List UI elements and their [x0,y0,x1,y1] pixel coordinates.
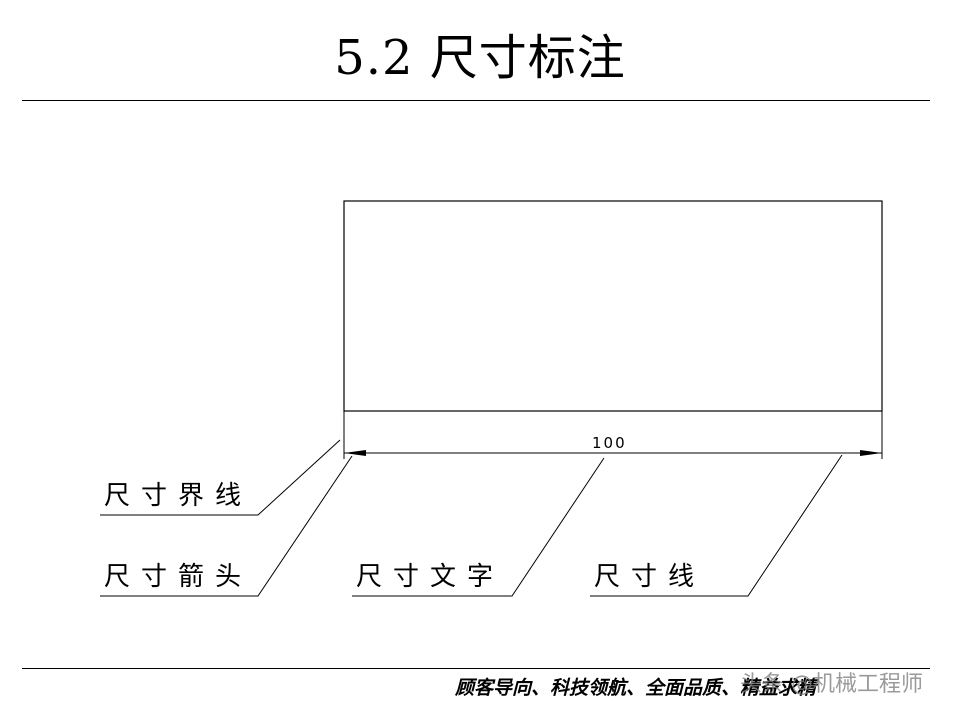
footer-slogan: 顾客导向、科技领航、全面品质、精益求精 [455,677,817,699]
dimension-value: 100 [592,434,627,452]
leader-extension-line [100,439,341,516]
label-text: 尺寸文字 [356,562,505,592]
leader-text [352,457,605,597]
label-dimension-line: 尺寸线 [594,562,706,592]
part-rectangle [343,200,883,412]
label-arrow: 尺寸箭头 [104,562,253,592]
leader-arrow [100,455,353,597]
slide-title: 5.2 尺寸标注 [334,30,626,86]
footer-watermark: 头条 @机械工程师 [740,672,923,697]
footer-divider [22,668,930,669]
arrowhead-right [860,450,882,456]
arrowhead-left [344,450,366,456]
label-extension-line: 尺寸界线 [104,481,253,511]
title-divider [22,100,930,101]
leader-dimension-line [590,454,843,597]
